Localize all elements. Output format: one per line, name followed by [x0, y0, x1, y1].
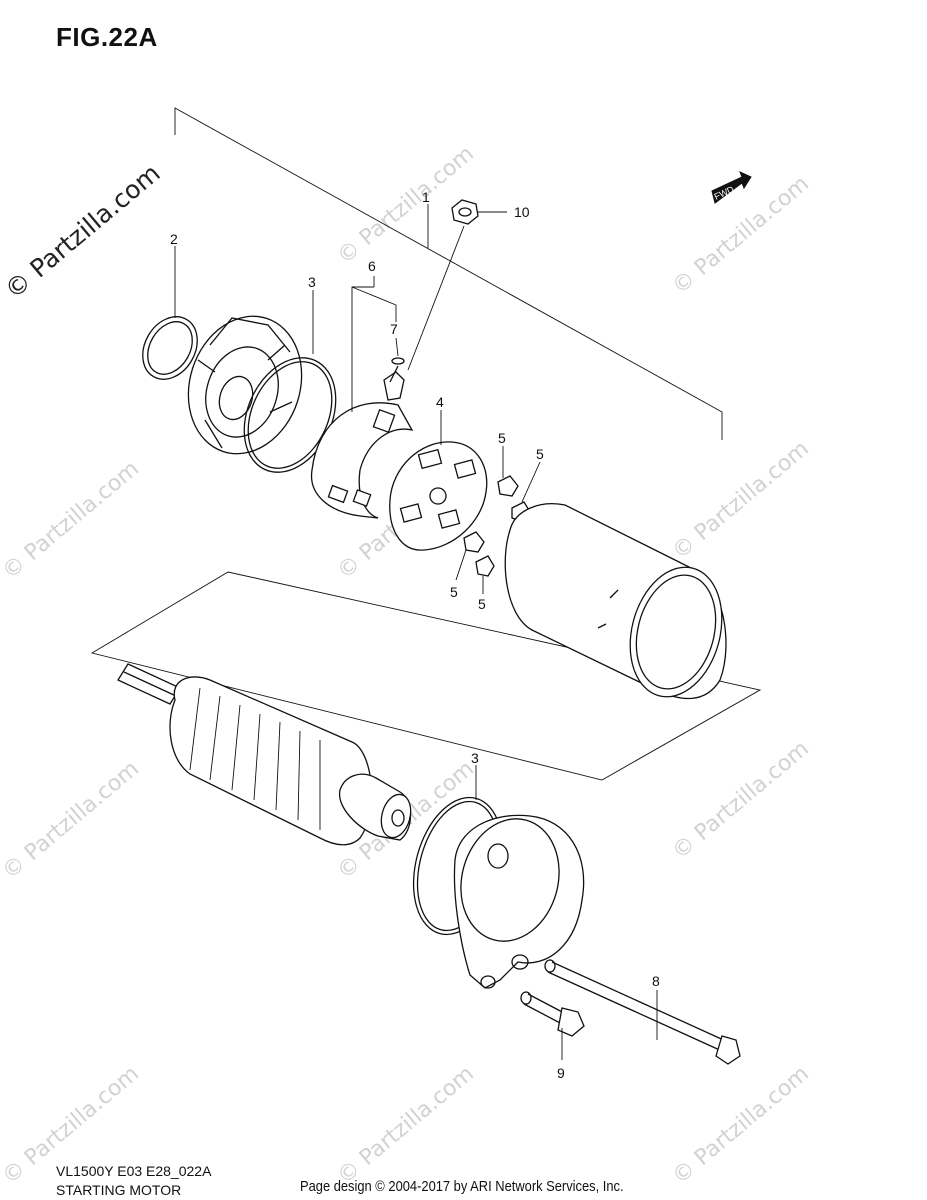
callouts: 1 10 2 3 6 7 4 5 5 5 5 3 8 9: [170, 189, 660, 1081]
watermark: © Partzilla.com: [668, 736, 814, 864]
callout-9: 9: [557, 1065, 565, 1081]
yoke-part: [504, 503, 727, 700]
long-bolt-part: [544, 959, 741, 1065]
callout-4: 4: [436, 394, 444, 410]
page-credit: Page design © 2004-2017 by ARI Network S…: [300, 1178, 624, 1195]
watermark: © Partzilla.com: [0, 456, 144, 584]
callout-1: 1: [422, 189, 430, 205]
callout-5-d: 5: [478, 596, 486, 612]
model-code: VL1500Y E03 E28_022A: [56, 1163, 212, 1179]
watermark: © Partzilla.com: [668, 1061, 814, 1189]
short-bolt-part: [520, 991, 585, 1037]
figure-title: FIG.22A: [56, 22, 158, 52]
callout-5-b: 5: [536, 446, 544, 462]
o-ring-part: [142, 316, 198, 380]
callout-3-upper: 3: [308, 274, 316, 290]
rear-housing-part: [453, 814, 585, 989]
callout-8: 8: [652, 973, 660, 989]
fwd-arrow-icon: FWD: [711, 171, 752, 204]
watermark: © Partzilla.com: [0, 756, 144, 884]
figure-footer: VL1500Y E03 E28_022A STARTING MOTOR: [56, 1162, 211, 1200]
small-o-ring-part: [391, 357, 405, 365]
watermark: © Partzilla.com: [333, 1061, 479, 1189]
callout-2: 2: [170, 231, 178, 247]
nut-part: [451, 199, 479, 225]
watermark: © Partzilla.com: [668, 436, 814, 564]
leader-lines: [174, 204, 658, 1060]
watermark: © Partzilla.com: [668, 171, 814, 299]
assembly-bracket: [90, 107, 762, 781]
section-name: STARTING MOTOR: [56, 1182, 182, 1198]
callout-5-c: 5: [450, 584, 458, 600]
callout-6: 6: [368, 258, 376, 274]
callout-7: 7: [390, 321, 398, 337]
callout-5-a: 5: [498, 430, 506, 446]
callout-3-lower: 3: [471, 750, 479, 766]
brush-holder-part: [310, 365, 414, 519]
callout-10: 10: [514, 204, 530, 220]
front-housing-part: [187, 315, 303, 455]
watermark-large: © Partzilla.com: [0, 158, 166, 304]
armature-part: [117, 663, 412, 846]
brush-plate-part: [389, 441, 488, 551]
